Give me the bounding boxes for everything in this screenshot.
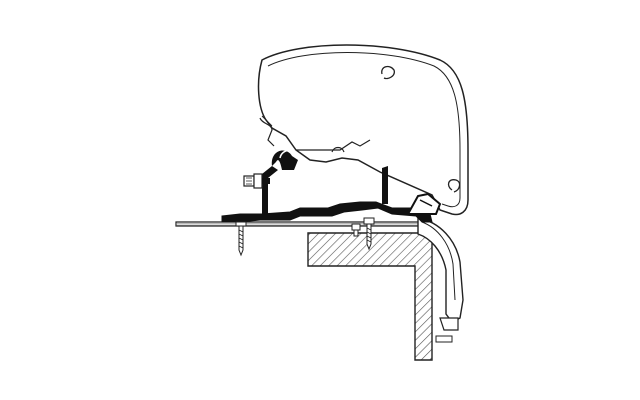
small-fastener	[351, 223, 361, 237]
awning-cassette	[257, 44, 469, 216]
vehicle-wall-section	[307, 232, 433, 361]
corner-profile	[417, 217, 464, 343]
roof-screw-right	[363, 217, 375, 251]
roof-screw-left	[235, 221, 247, 257]
mounting-bolt	[243, 173, 270, 189]
roof-panel	[175, 221, 421, 227]
